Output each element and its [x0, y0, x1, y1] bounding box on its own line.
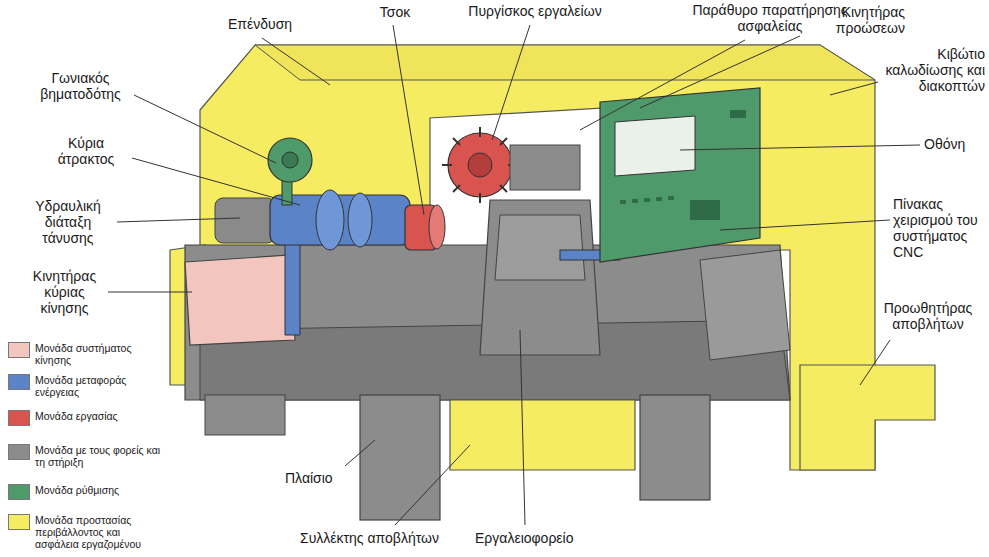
part-label: Πλαίσιο [285, 470, 345, 486]
legend-text: Μονάδα προστασίας περιβάλλοντος και ασφά… [35, 514, 163, 550]
part-label: Κύρια άτρακτος [40, 135, 132, 167]
legend-swatch [8, 374, 30, 390]
part-label: Τσοκ [370, 4, 420, 20]
part-label: Συλλέκτης αποβλήτων [300, 530, 470, 546]
legend-text: Μονάδα συστήματος κίνησης [35, 342, 163, 366]
legend-swatch [8, 444, 30, 460]
part-label: Κινητήρας προώσεων [795, 4, 905, 36]
part-label: Οθόνη [924, 136, 984, 152]
part-label: Εργαλειοφορείο [475, 530, 595, 546]
part-label: Προωθητήρας αποβλήτων [872, 300, 984, 332]
legend-text: Μονάδα μεταφοράς ενέργειας [35, 374, 163, 398]
legend-text: Μονάδα εργασίας [35, 410, 163, 422]
legend-swatch [8, 342, 30, 358]
part-label: Γωνιακός βηματοδότης [28, 70, 133, 102]
legend-text: Μονάδα με τους φορείς και τη στήριξη [35, 444, 163, 468]
part-label: Επένδυση [205, 16, 315, 32]
legend-swatch [8, 514, 30, 530]
part-label: Πίνακας χειρισμού του συστήματος CNC [893, 196, 985, 260]
part-label: Κινητήρας κύριας κίνησης [22, 268, 107, 316]
part-label: Υδραυλική διάταξη τάνυσης [20, 198, 116, 246]
part-label: Κιβώτιο καλωδίωσης και διακοπτών [880, 46, 985, 94]
part-label: Πυργίσκος εργαλείων [465, 3, 605, 19]
legend-swatch [8, 484, 30, 500]
legend-text: Μονάδα ρύθμισης [35, 484, 163, 496]
legend-swatch [8, 410, 30, 426]
part-label: Παράθυρο παρατήρησης ασφαλείας [680, 2, 860, 34]
